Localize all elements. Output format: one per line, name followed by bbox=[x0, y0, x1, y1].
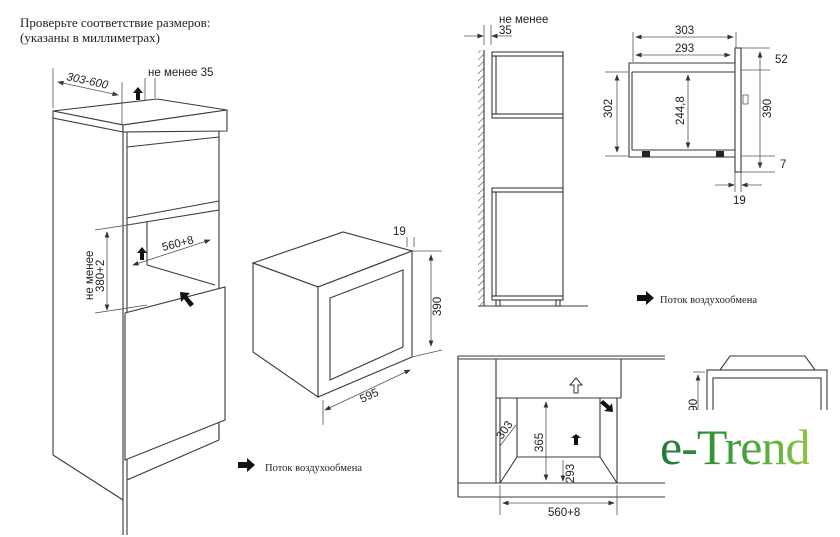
side-view: 303 293 52 390 7 302 244,8 19 bbox=[603, 25, 788, 207]
body-height-302-label: 302 bbox=[603, 99, 615, 118]
niche-height-label-1: не менее bbox=[84, 251, 96, 300]
airflow-in-arrow-icon bbox=[180, 292, 194, 307]
perspective-cabinet: 303-600 не менее 35 не менее 380+2 560+8 bbox=[52, 67, 228, 535]
depth-303-label: 303 bbox=[675, 25, 694, 37]
airflow-legend-arrow-icon bbox=[238, 458, 255, 472]
frame-19-side-label: 19 bbox=[733, 195, 746, 207]
depth-293-label: 293 bbox=[675, 43, 694, 55]
top-gap-label: не менее 35 bbox=[148, 67, 213, 79]
header-line-1: Проверьте соответствие размеров: bbox=[20, 15, 210, 30]
airflow-legend-arrow-icon bbox=[637, 291, 654, 305]
frame-19-label: 19 bbox=[393, 226, 406, 238]
top-offset-52-label: 52 bbox=[775, 54, 788, 66]
airflow-up-arrow-icon bbox=[133, 87, 143, 100]
etrend-logo: e-Trend bbox=[660, 419, 810, 475]
side-elevation: не менее 35 bbox=[464, 14, 588, 307]
front-height-365-label: 365 bbox=[534, 433, 546, 452]
bottom-offset-7-label: 7 bbox=[780, 159, 786, 171]
side-gap-label-2: 35 bbox=[499, 25, 512, 37]
cavity-height-label: 244,8 bbox=[675, 96, 687, 125]
width-595-label: 595 bbox=[358, 387, 380, 406]
airflow-in-arrow-icon bbox=[600, 400, 613, 412]
airflow-up-arrow-icon bbox=[571, 434, 581, 445]
airflow-legend-left: Поток воздухообмена bbox=[265, 463, 362, 474]
airflow-up-arrow-icon bbox=[137, 247, 147, 260]
front-diag-303-label: 303 bbox=[495, 419, 516, 442]
microwave-3d: 390 19 595 bbox=[251, 226, 444, 425]
front-width-label: 560+8 bbox=[548, 507, 580, 519]
airflow-legend-right: Поток воздухообмена bbox=[660, 295, 757, 306]
height-390-label: 390 bbox=[432, 297, 444, 316]
front-view: 303 365 293 560+8 bbox=[457, 355, 665, 519]
side-gap-label-1: не менее bbox=[499, 14, 548, 26]
header-line-2: (указаны в миллиметрах) bbox=[20, 30, 160, 45]
niche-width-label: 560+8 bbox=[161, 234, 195, 253]
airflow-up-outline-arrow-icon bbox=[568, 377, 584, 394]
niche-height-label-2: 380+2 bbox=[95, 260, 107, 292]
front-bottom-293-label: 293 bbox=[565, 464, 577, 483]
front-height-390-label: 390 bbox=[762, 99, 774, 118]
logo-background bbox=[655, 410, 840, 480]
